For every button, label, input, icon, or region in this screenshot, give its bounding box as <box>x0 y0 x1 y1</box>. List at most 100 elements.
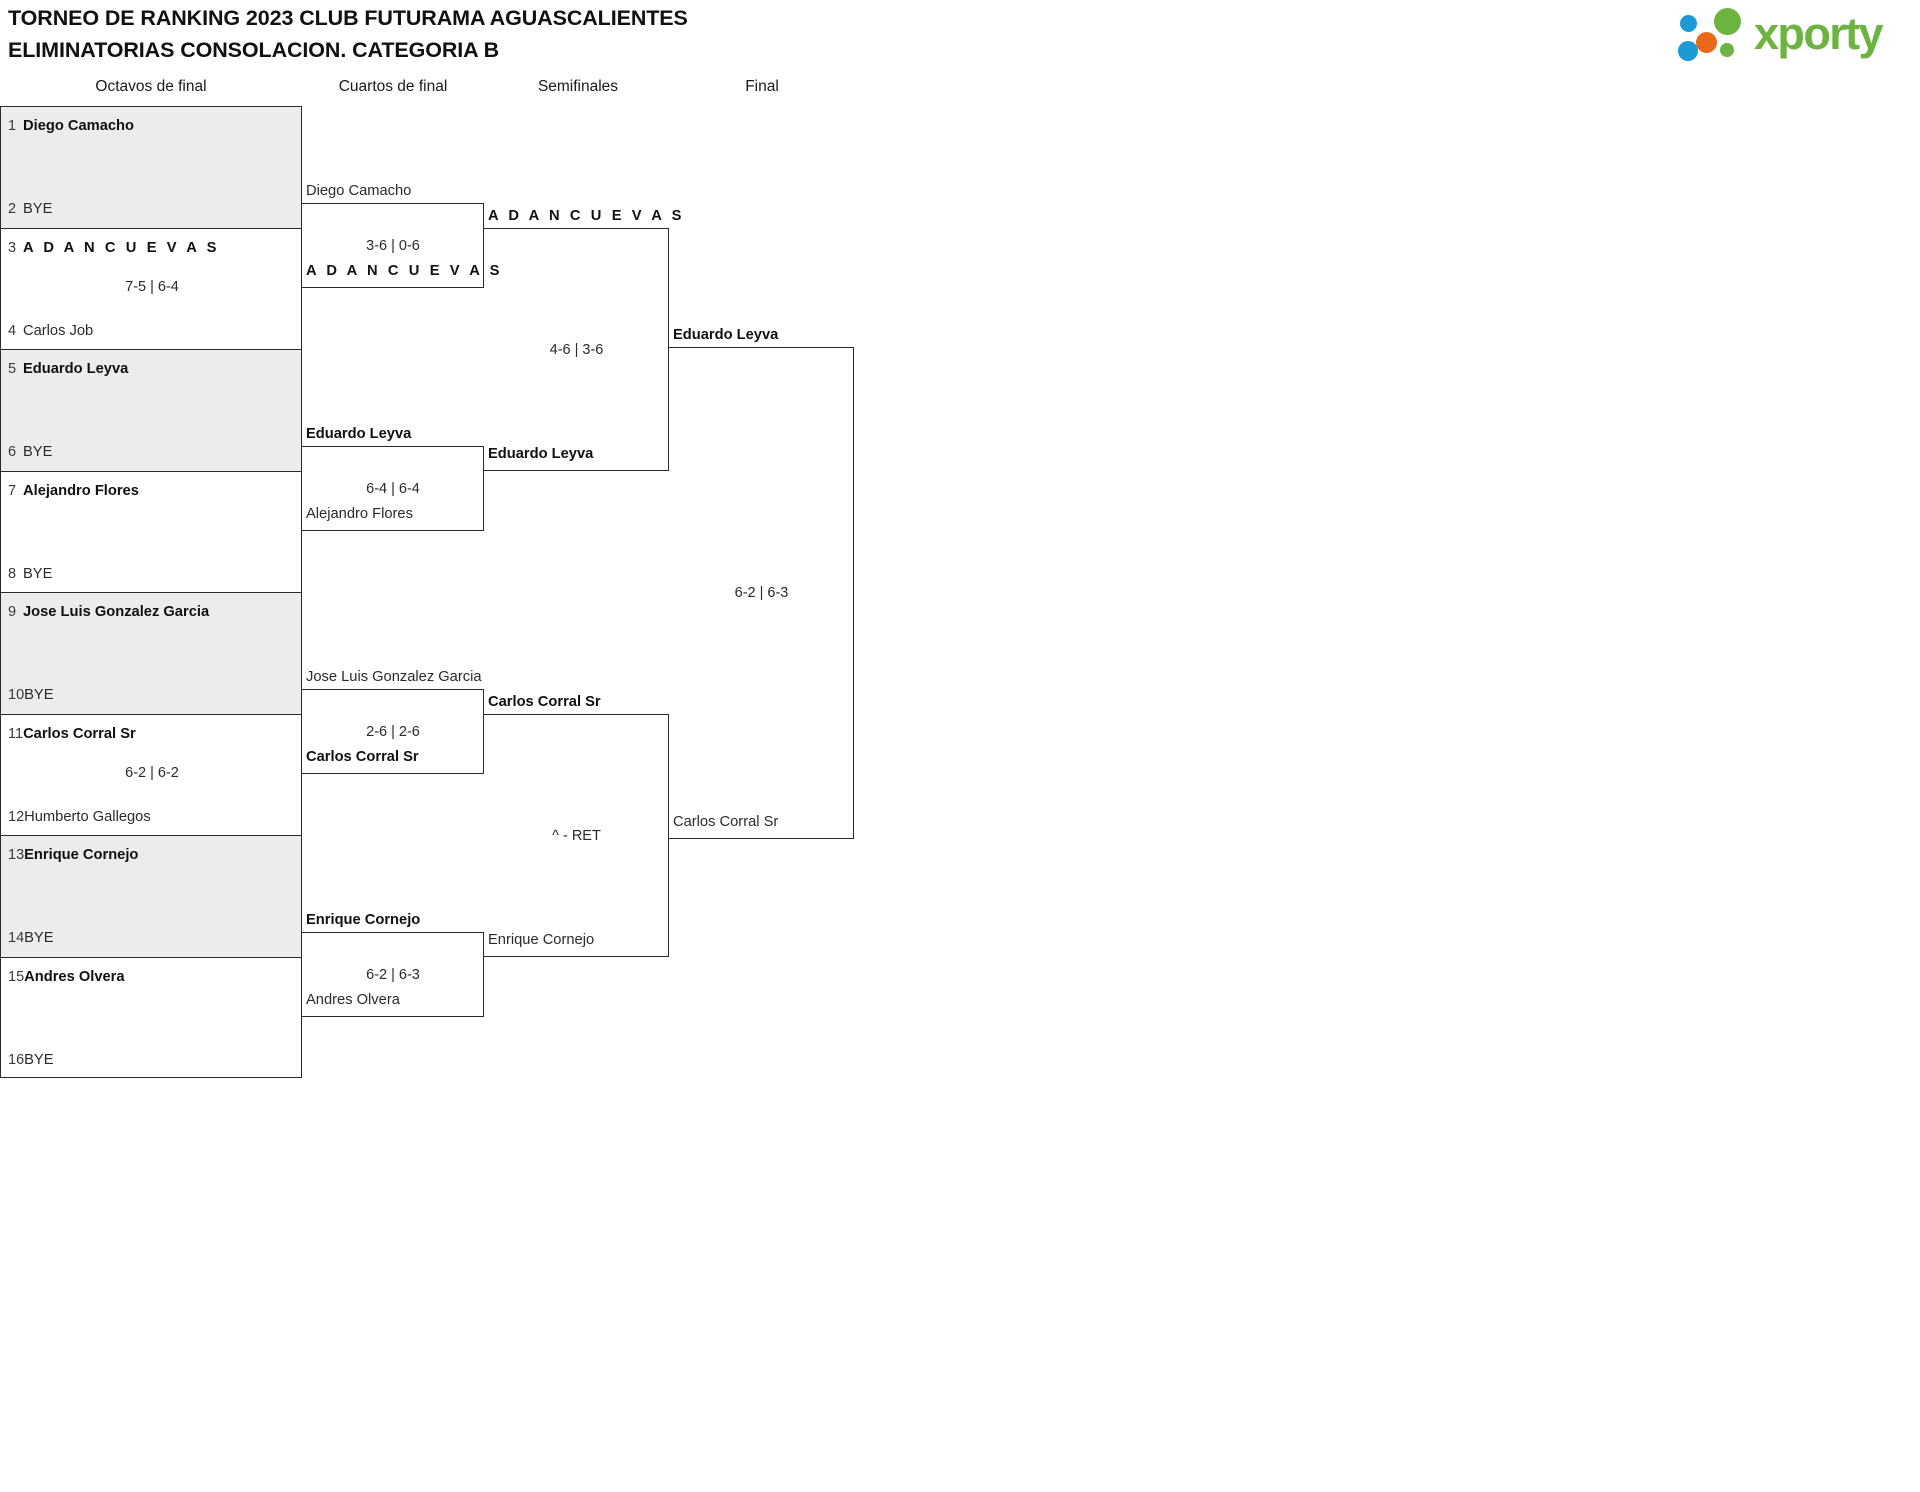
match-box-qf-2[interactable]: Eduardo Leyva 6-4 | 6-4 Alejandro Flores <box>302 426 484 531</box>
player-slot-bottom[interactable]: 16 BYE <box>1 1049 301 1071</box>
match-score: 6-2 | 6-3 <box>366 966 420 983</box>
player-slot-bottom[interactable]: 12 Humberto Gallegos <box>1 806 301 828</box>
player-name: Jose Luis Gonzalez Garcia <box>23 604 210 620</box>
seed-number: 5 <box>8 361 17 377</box>
match-frame <box>484 228 669 471</box>
player-name: Carlos Corral Sr <box>23 725 136 742</box>
xporty-logo: xporty <box>1678 6 1908 64</box>
player-name: BYE <box>24 687 54 703</box>
player-slot-top[interactable]: 11 Carlos Corral Sr <box>1 723 301 745</box>
logo-dots-icon <box>1678 8 1756 62</box>
player-slot-bottom[interactable]: 8 BYE <box>1 563 301 585</box>
match-box-sf-2[interactable]: Carlos Corral Sr ^ - RET Enrique Cornejo <box>484 694 669 957</box>
table-row[interactable]: 15 Andres Olvera 16 BYE <box>0 956 302 1078</box>
seed-number: 1 <box>8 118 17 134</box>
player-name: Eduardo Leyva <box>23 361 129 377</box>
page-title: TORNEO DE RANKING 2023 CLUB FUTURAMA AGU… <box>8 2 1208 66</box>
seed-number: 12 <box>8 808 25 825</box>
player-name-bottom: Carlos Corral Sr <box>306 749 419 765</box>
round-octavos-column: 1 Diego Camacho 2 BYE 3 A D A N C U E V … <box>0 106 302 1078</box>
player-name: Diego Camacho <box>23 118 134 134</box>
player-name-bottom: Andres Olvera <box>306 992 400 1008</box>
match-box-qf-1[interactable]: Diego Camacho 3-6 | 0-6 A D A N C U E V … <box>302 183 499 288</box>
seed-number: 2 <box>8 201 17 217</box>
tournament-title-line-1: TORNEO DE RANKING 2023 CLUB FUTURAMA AGU… <box>8 6 688 30</box>
tournament-title-line-2: ELIMINATORIAS CONSOLACION. CATEGORIA B <box>8 38 500 62</box>
table-row[interactable]: 9 Jose Luis Gonzalez Garcia 10 BYE <box>0 592 302 714</box>
table-row[interactable]: 5 Eduardo Leyva 6 BYE <box>0 349 302 471</box>
player-slot-top[interactable]: 9 Jose Luis Gonzalez Garcia <box>1 601 301 623</box>
player-name: BYE <box>24 1051 54 1068</box>
player-name-top: A D A N C U E V A S <box>488 208 685 224</box>
player-name-top: Enrique Cornejo <box>306 912 421 928</box>
player-name: BYE <box>23 444 53 460</box>
match-box-sf-1[interactable]: A D A N C U E V A S 4-6 | 3-6 Eduardo Le… <box>484 208 681 471</box>
player-name-bottom: Eduardo Leyva <box>488 446 594 462</box>
match-score: 6-4 | 6-4 <box>366 480 420 497</box>
player-name: Humberto Gallegos <box>24 808 151 825</box>
player-slot-top[interactable]: 13 Enrique Cornejo <box>1 844 301 866</box>
seed-number: 15 <box>8 968 25 985</box>
seed-number: 6 <box>8 444 17 460</box>
match-frame <box>484 714 669 957</box>
match-score: 7-5 | 6-4 <box>125 278 179 295</box>
player-name: Alejandro Flores <box>23 482 139 499</box>
player-name: BYE <box>24 930 54 946</box>
match-score: ^ - RET <box>552 827 601 844</box>
match-box-final[interactable]: Eduardo Leyva 6-2 | 6-3 Carlos Corral Sr <box>669 327 854 839</box>
round-header-semifinales: Semifinales <box>537 78 619 95</box>
match-box-qf-4[interactable]: Enrique Cornejo 6-2 | 6-3 Andres Olvera <box>302 912 484 1017</box>
seed-number: 14 <box>8 930 25 946</box>
table-row[interactable]: 11 Carlos Corral Sr 6-2 | 6-2 12 Humbert… <box>0 713 302 835</box>
player-name-top: Eduardo Leyva <box>673 327 779 343</box>
player-name-top: Eduardo Leyva <box>306 426 412 442</box>
player-name: Carlos Job <box>23 322 94 339</box>
seed-number: 10 <box>8 687 25 703</box>
player-slot-bottom[interactable]: 2 BYE <box>1 198 301 220</box>
logo-wordmark: xporty <box>1754 8 1884 59</box>
player-name-bottom: Alejandro Flores <box>306 506 413 522</box>
match-frame <box>302 203 484 288</box>
round-header-octavos: Octavos de final <box>95 78 207 95</box>
seed-number: 11 <box>8 725 24 742</box>
player-slot-top[interactable]: 1 Diego Camacho <box>1 115 301 137</box>
player-name: BYE <box>23 201 53 217</box>
player-name-top: Diego Camacho <box>306 183 412 199</box>
round-header-cuartos: Cuartos de final <box>338 78 448 95</box>
player-name: BYE <box>23 565 53 582</box>
seed-number: 8 <box>8 565 17 582</box>
player-name-bottom: Enrique Cornejo <box>488 932 595 948</box>
player-name: Andres Olvera <box>24 968 125 985</box>
player-name-bottom: Carlos Corral Sr <box>673 814 779 830</box>
seed-number: 13 <box>8 847 25 863</box>
player-name-top: Carlos Corral Sr <box>488 694 601 710</box>
match-frame <box>302 932 484 1017</box>
player-name-bottom: A D A N C U E V A S <box>306 263 503 279</box>
player-name: Enrique Cornejo <box>24 847 139 863</box>
table-row[interactable]: 3 A D A N C U E V A S 7-5 | 6-4 4 Carlos… <box>0 227 302 349</box>
seed-number: 7 <box>8 482 17 499</box>
player-slot-bottom[interactable]: 10 BYE <box>1 684 301 706</box>
seed-number: 4 <box>8 322 17 339</box>
player-slot-top[interactable]: 5 Eduardo Leyva <box>1 358 301 380</box>
player-name: A D A N C U E V A S <box>23 239 220 256</box>
match-frame <box>669 347 854 839</box>
match-score: 3-6 | 0-6 <box>366 237 420 254</box>
table-row[interactable]: 7 Alejandro Flores 8 BYE <box>0 470 302 592</box>
player-slot-top[interactable]: 7 Alejandro Flores <box>1 480 301 502</box>
player-name-top: Jose Luis Gonzalez Garcia <box>306 669 482 685</box>
seed-number: 3 <box>8 239 17 256</box>
player-slot-bottom[interactable]: 4 Carlos Job <box>1 320 301 342</box>
seed-number: 9 <box>8 604 17 620</box>
player-slot-bottom[interactable]: 14 BYE <box>1 927 301 949</box>
player-slot-bottom[interactable]: 6 BYE <box>1 441 301 463</box>
match-box-qf-3[interactable]: Jose Luis Gonzalez Garcia 2-6 | 2-6 Carl… <box>302 669 484 774</box>
match-score: 6-2 | 6-2 <box>125 764 179 781</box>
table-row[interactable]: 13 Enrique Cornejo 14 BYE <box>0 835 302 957</box>
match-score: 6-2 | 6-3 <box>734 585 789 601</box>
table-row[interactable]: 1 Diego Camacho 2 BYE <box>0 106 302 228</box>
player-slot-top[interactable]: 3 A D A N C U E V A S <box>1 237 301 259</box>
player-slot-top[interactable]: 15 Andres Olvera <box>1 966 301 988</box>
match-frame <box>302 446 484 531</box>
